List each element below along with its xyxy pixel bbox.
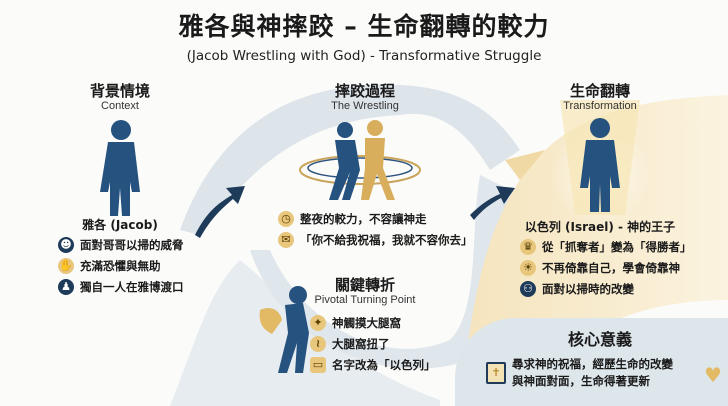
wrestling-header: 摔跤過程 The Wrestling [300,82,430,113]
hip-joint-icon: ✦ [310,314,326,331]
item-text: 大腿窩扭了 [332,336,390,351]
item-text: 神觸摸大腿窩 [332,315,401,330]
transformation-list: ♛ 從「抓奪者」變為「得勝者」 ☀ 不再倚靠自己，學會倚靠神 ⚇ 面對以掃時的改變 [520,236,692,299]
core-line: 尋求神的祝福，經歷生命的改變 [512,357,673,371]
item-text: 充滿恐懼與無助 [80,258,161,273]
hand-sun-icon: ☀ [520,259,536,276]
context-subheading: Context [101,100,139,112]
transformation-header: 生命翻轉 Transformation [540,82,660,113]
wrestling-swirl [299,155,421,185]
list-item: ◷ 整夜的較力，不容讓神走 [278,208,473,229]
list-item: ☻ 面對哥哥以掃的威脅 [58,234,184,255]
speech-gift-icon: ✉ [278,231,294,248]
item-text: 名字改為「以色列」 [332,357,436,372]
page-title: 雅各與神摔跤 – 生命翻轉的較力 [178,12,550,41]
israel-label: 以色列 (Israel) - 神的王子 [524,220,676,234]
item-text: 面對哥哥以掃的威脅 [80,237,184,252]
limping-jacob-figure [259,286,309,373]
list-item: ♛ 從「抓奪者」變為「得勝者」 [520,236,692,257]
item-text: 「你不給我祝福，我就不容你去」 [300,232,473,247]
list-item: ▭ 名字改為「以色列」 [310,354,436,375]
israel-figure [580,118,620,212]
bible-icon: ✝ [486,362,506,384]
transformation-subheading: Transformation [563,100,637,112]
list-item: ✋ 充滿恐懼與無助 [58,255,184,276]
item-text: 面對以掃時的改變 [542,281,634,296]
core-heading: 核心意義 [567,330,632,349]
jacob-figure [100,120,140,216]
wrestling-subheading: The Wrestling [331,100,399,112]
jacob-label: 雅各 (Jacob) [82,218,158,232]
core-text: 尋求神的祝福，經歷生命的改變 與神面對面，生命得著更新 [512,356,673,390]
injured-leg-icon: ≀ [310,335,326,352]
praying-hands-icon: ✋ [58,257,74,274]
page-subtitle: (Jacob Wrestling with God) - Transformat… [186,48,542,64]
item-text: 獨自一人在雅博渡口 [80,279,184,294]
turning-header: 關鍵轉折 Pivotal Turning Point [305,276,425,307]
arrow-icon [195,186,245,238]
mask-icon: ☻ [58,236,74,253]
list-item: ♟ 獨自一人在雅博渡口 [58,276,184,297]
name-tag-icon: ▭ [310,356,326,373]
item-text: 整夜的較力，不容讓神走 [300,211,427,226]
context-header: 背景情境 Context [60,82,180,113]
transformation-heading: 生命翻轉 [569,82,630,100]
turning-list: ✦ 神觸摸大腿窩 ≀ 大腿窩扭了 ▭ 名字改為「以色列」 [310,312,436,375]
list-item: ✉ 「你不給我祝福，我就不容你去」 [278,229,473,250]
core-line: 與神面對面，生命得著更新 [512,374,650,388]
list-item: ✦ 神觸摸大腿窩 [310,312,436,333]
turning-heading: 關鍵轉折 [334,276,395,294]
turning-subheading: Pivotal Turning Point [314,294,416,306]
wrestling-figures [329,120,395,200]
clock-icon: ◷ [278,210,294,227]
wrestling-list: ◷ 整夜的較力，不容讓神走 ✉ 「你不給我祝福，我就不容你去」 [278,208,473,250]
glowing-heart-icon: ♥ [704,363,722,387]
list-item: ≀ 大腿窩扭了 [310,333,436,354]
lonely-person-icon: ♟ [58,278,74,295]
crown-icon: ♛ [520,238,536,255]
list-item: ☀ 不再倚靠自己，學會倚靠神 [520,257,692,278]
wrestling-heading: 摔跤過程 [334,82,395,100]
item-text: 不再倚靠自己，學會倚靠神 [542,260,680,275]
item-text: 從「抓奪者」變為「得勝者」 [542,239,692,254]
context-list: ☻ 面對哥哥以掃的威脅 ✋ 充滿恐懼與無助 ♟ 獨自一人在雅博渡口 [58,234,184,297]
arrow-icon [470,186,515,220]
embrace-icon: ⚇ [520,280,536,297]
context-heading: 背景情境 [89,82,150,100]
list-item: ⚇ 面對以掃時的改變 [520,278,692,299]
